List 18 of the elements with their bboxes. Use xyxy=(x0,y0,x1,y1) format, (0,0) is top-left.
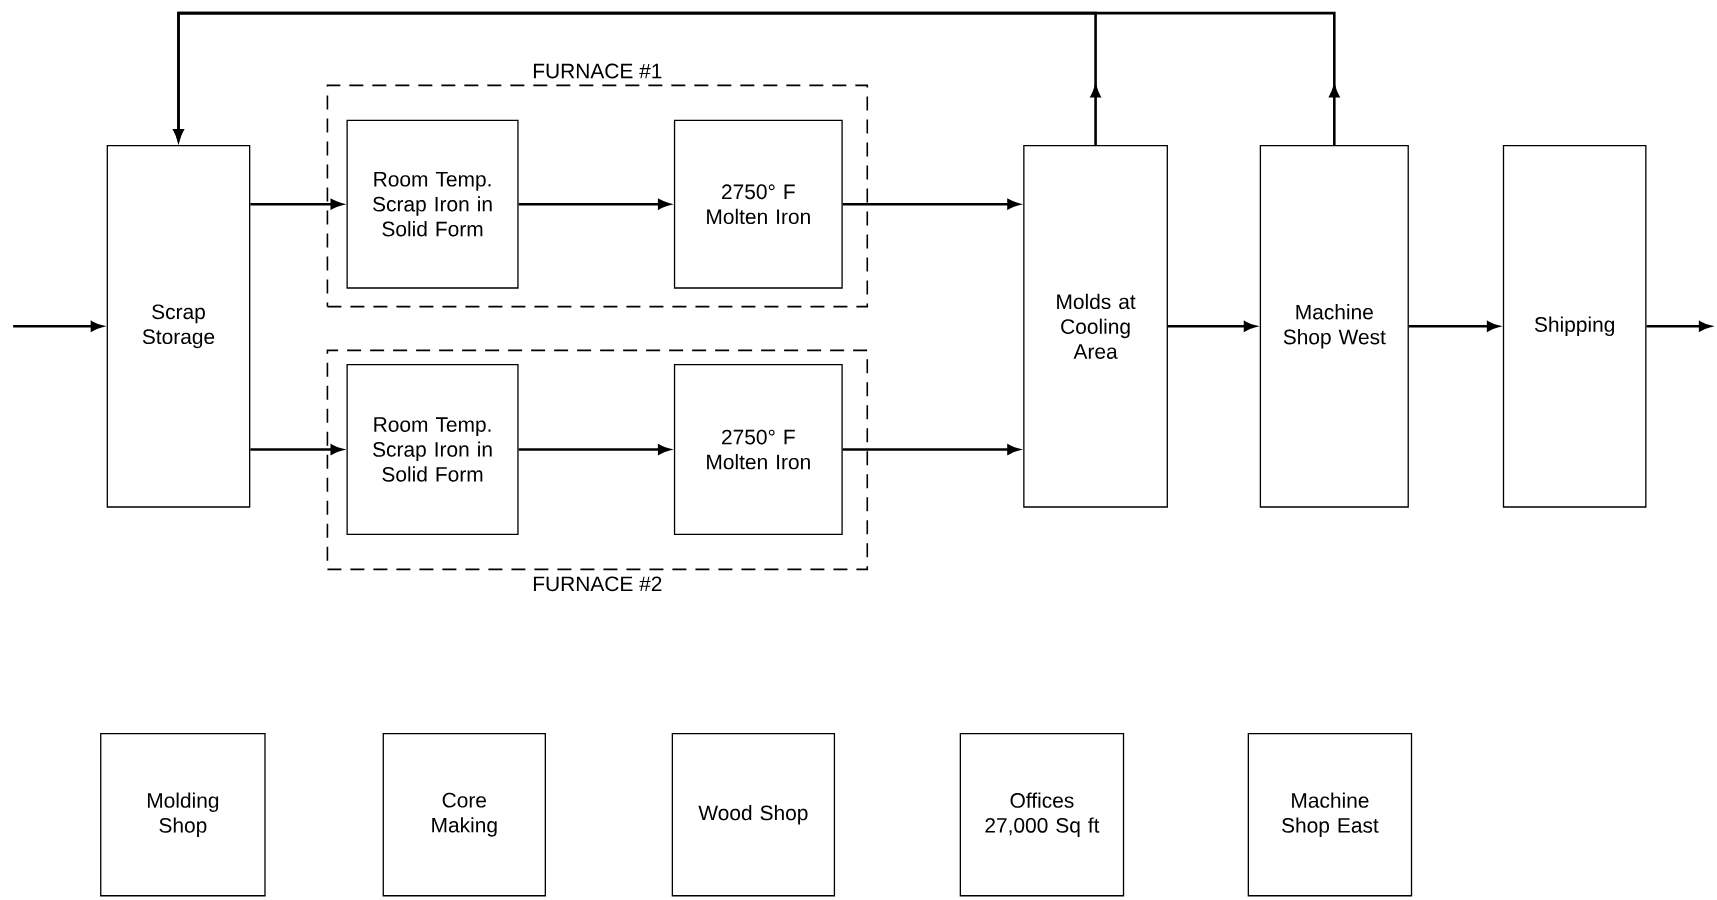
arrow xyxy=(842,199,1020,210)
process-box: Room Temp. Scrap Iron in Solid Form xyxy=(346,119,519,289)
process-box: Molding Shop xyxy=(100,733,266,897)
process-box: Room Temp. Scrap Iron in Solid Form xyxy=(346,363,519,535)
process-box: Scrap Storage xyxy=(106,144,251,508)
process-box: Molds at Cooling Area xyxy=(1023,144,1168,508)
process-box: 2750° F Molten Iron xyxy=(673,363,843,535)
process-box: Core Making xyxy=(382,733,546,897)
arrow xyxy=(173,11,1340,145)
node-label: FURNACE #2 xyxy=(533,576,662,592)
process-box: 2750° F Molten Iron xyxy=(673,119,843,289)
process-box: Shipping xyxy=(1502,144,1647,508)
arrow xyxy=(250,199,343,210)
process-box: Wood Shop xyxy=(671,733,836,897)
process-box: Machine Shop East xyxy=(1247,733,1413,897)
process-box: Offices 27,000 Sq ft xyxy=(959,733,1125,897)
node-label: FURNACE #1 xyxy=(533,63,662,79)
process-box: Machine Shop West xyxy=(1259,144,1409,508)
